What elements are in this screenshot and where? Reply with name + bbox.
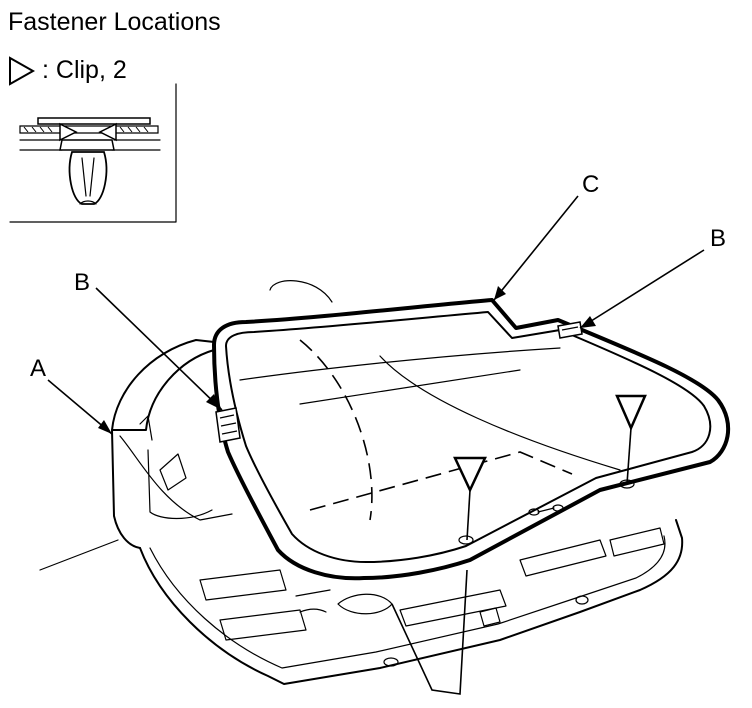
callout-a: A (30, 355, 46, 382)
callout-b-right: B (710, 225, 726, 252)
arrowhead-a (98, 420, 112, 434)
callout-leaders (47, 195, 705, 695)
arrowhead-b-right (580, 316, 596, 328)
arrowhead-c (494, 286, 506, 300)
legend-text: : Clip, 2 (42, 56, 127, 84)
clip-detail-inset (9, 83, 177, 223)
diagram-title: Fastener Locations (8, 8, 221, 36)
hook-left (215, 407, 241, 443)
clip-marker-center (453, 456, 487, 541)
triangle-clip-icon (9, 56, 36, 86)
underbody-floor-panel (39, 280, 684, 685)
callout-c: C (582, 171, 599, 198)
clip-marker-right (615, 394, 647, 485)
callout-b-left: B (74, 269, 90, 296)
arrowhead-b-left (206, 394, 222, 410)
hook-right (557, 321, 583, 339)
floor-lid-panel (212, 298, 730, 581)
